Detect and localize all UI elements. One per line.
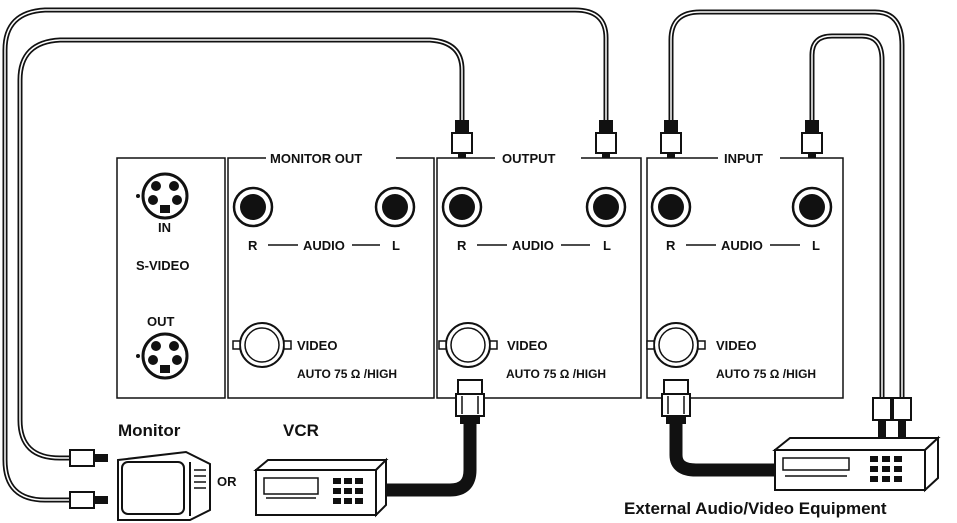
- svideo-out-jack: [136, 332, 189, 380]
- svideo-section: IN S-VIDEO OUT: [116, 157, 226, 399]
- rca-plug-external-2: [892, 397, 912, 438]
- cable-video-input-to-external: [669, 413, 782, 477]
- monitor-out-video-label: VIDEO: [297, 338, 337, 353]
- output-l-label: L: [603, 238, 611, 253]
- external-equipment-device: [772, 435, 941, 493]
- monitor-out-video-bnc-jack: [232, 322, 292, 368]
- monitor-out-audio-r-jack: [232, 186, 274, 228]
- cables: [2, 7, 905, 503]
- rca-plugs: [69, 120, 912, 509]
- output-title: OUTPUT: [502, 151, 556, 166]
- rca-plug-monitor-2: [69, 491, 108, 509]
- output-section: OUTPUT R AUDIO L VIDEO AUTO 75 Ω /HIGH: [436, 151, 642, 399]
- vcr-label: VCR: [283, 421, 319, 440]
- svideo-in-label: IN: [158, 220, 171, 235]
- output-r-label: R: [457, 238, 467, 253]
- svideo-in-jack: [136, 172, 189, 220]
- output-video-bnc-jack: [438, 322, 498, 368]
- bnc-plug-output: [455, 379, 485, 424]
- rca-plug-monitor-1: [69, 449, 108, 467]
- or-label: OR: [217, 474, 237, 489]
- output-audio-r-jack: [441, 186, 483, 228]
- monitor-out-l-label: L: [392, 238, 400, 253]
- output-video-label: VIDEO: [507, 338, 547, 353]
- monitor-out-r-label: R: [248, 238, 258, 253]
- cable-video-output-to-vcr: [373, 413, 477, 497]
- external-label: External Audio/Video Equipment: [624, 499, 887, 518]
- input-video-label: VIDEO: [716, 338, 756, 353]
- input-l-label: L: [812, 238, 820, 253]
- svideo-label: S-VIDEO: [136, 258, 189, 273]
- vcr-device: VCR: [253, 421, 389, 518]
- monitor-out-section: MONITOR OUT R AUDIO L VIDEO AUTO 75 Ω /H…: [227, 151, 435, 399]
- input-audio-l-jack: [791, 186, 833, 228]
- output-auto-label: AUTO 75 Ω /HIGH: [506, 367, 606, 381]
- monitor-out-auto-label: AUTO 75 Ω /HIGH: [297, 367, 397, 381]
- input-auto-label: AUTO 75 Ω /HIGH: [716, 367, 816, 381]
- monitor-out-audio-l-jack: [374, 186, 416, 228]
- bnc-plug-input: [661, 379, 691, 424]
- monitor-out-title: MONITOR OUT: [270, 151, 362, 166]
- output-audio-l-jack: [585, 186, 627, 228]
- monitor-out-audio-label: AUDIO: [303, 238, 345, 253]
- input-r-label: R: [666, 238, 676, 253]
- input-section: INPUT R AUDIO L VIDEO AUTO 75 Ω /HIGH: [646, 151, 844, 399]
- output-audio-label: AUDIO: [512, 238, 554, 253]
- input-audio-label: AUDIO: [721, 238, 763, 253]
- monitor-device: Monitor: [117, 421, 211, 521]
- input-title: INPUT: [724, 151, 763, 166]
- rca-plug-external-1: [872, 397, 892, 438]
- input-video-bnc-jack: [646, 322, 706, 368]
- svideo-out-label: OUT: [147, 314, 175, 329]
- input-audio-r-jack: [650, 186, 692, 228]
- monitor-label: Monitor: [118, 421, 181, 440]
